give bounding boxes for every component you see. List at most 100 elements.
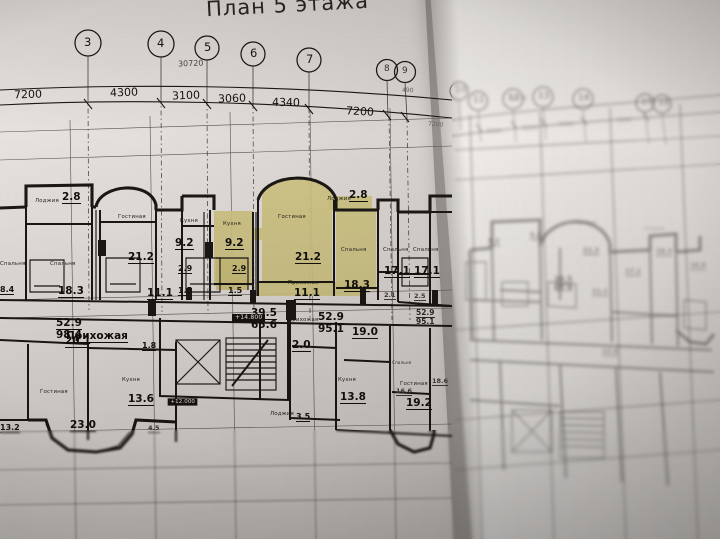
dim-seg-7: 7200	[427, 120, 444, 129]
right-block-upper	[397, 211, 453, 307]
grid-bubble-13: 13	[538, 91, 550, 101]
level-mark-2: +12.000	[167, 398, 198, 406]
room-area-kitchen-hl: 9.2	[225, 237, 244, 250]
grid-bubble-10: 10	[455, 85, 467, 95]
room-area-loggia-left: 2.8	[62, 191, 81, 204]
rp-totals: 39.5 65.6	[554, 276, 573, 292]
highlighted-apartment-fill	[214, 178, 376, 296]
grid-bubble-9: 9	[402, 66, 408, 76]
structural-piers	[98, 240, 438, 320]
grid-bubble-7: 7	[306, 52, 314, 66]
room-area-hall-lower-mid: 2.0	[292, 339, 311, 352]
rp-area-bedroom-2: 17.1	[625, 267, 642, 276]
rp-label-living: Гостиная	[575, 221, 596, 226]
dim-seg-small: 490	[401, 86, 414, 95]
room-label-living-lower-mid: Гостиная	[400, 381, 428, 387]
room-area-hall-lower-left: Прихожая	[66, 330, 128, 343]
staircase	[225, 337, 277, 391]
dim-seg-1: 7200	[13, 87, 43, 102]
room-area-bath-hl-2: 1.5	[228, 286, 243, 296]
dim-seg-4: 3060	[217, 91, 247, 106]
grid-bubble-5: 5	[204, 40, 212, 54]
grid-bubble-11: 11	[473, 95, 485, 105]
dim-seg-2: 4300	[109, 85, 139, 100]
rp-area-living: 21.2	[583, 246, 600, 255]
room-area-loggia-lower-2: 4.5	[148, 424, 160, 433]
right-page-elevator	[511, 409, 553, 453]
room-area-kitchen-left: 9.2	[175, 237, 194, 250]
room-label-loggia-lower-mid: Лоджия	[270, 411, 294, 417]
right-block-totals: 52.9 95.1	[416, 309, 435, 325]
dim-right-2: 3100	[522, 125, 538, 132]
room-area-living-left: 21.2	[128, 251, 154, 264]
rp-area-kitchen-1: 9.2	[488, 237, 500, 246]
level-mark-1: +14.800	[232, 314, 266, 322]
dim-seg-3: 3100	[171, 88, 201, 103]
totals-living: 52.9	[56, 317, 82, 330]
room-label-loggia-left: Лоджия	[35, 198, 59, 204]
overall-dimension: 30720	[177, 58, 204, 69]
dim-seg-6: 7200	[345, 104, 375, 119]
rp-area-bedroom-3: 16.6	[690, 261, 707, 270]
room-label-bedroom-hl: Спальня	[341, 247, 367, 253]
totals-total: 98.4	[56, 328, 82, 341]
room-area-bedroom-far-left: 8.4	[0, 285, 15, 295]
grid-bubble-3: 3	[84, 35, 92, 49]
room-area-hall-left: 11.1	[147, 287, 173, 300]
dim-right-4: 7200	[616, 117, 632, 124]
room-area-loggia-hl: 2.8	[349, 189, 368, 202]
lm-living: 52.9	[318, 311, 344, 324]
dim-right-1: 3060	[486, 128, 502, 135]
hl-totals-total: 65.6	[251, 318, 277, 331]
room-area-bath-hl-1: 2.9	[232, 264, 247, 274]
rp-area-hall: 11.1	[592, 287, 609, 296]
room-area-bedroom-hl: 18.3	[344, 279, 370, 292]
grid-bubble-4: 4	[157, 36, 165, 50]
grid-bubbles-left	[74, 29, 417, 321]
rp-label-bedroom: Спальня	[645, 227, 665, 232]
room-area-bath-r1: 2.1	[384, 291, 396, 300]
rp-area-kitchen-3: 13.6	[602, 347, 619, 356]
room-area-bedroom-r2: 17.1	[414, 265, 440, 278]
room-area-bedroom-r1: 17.1	[384, 265, 410, 278]
rb-total: 95.1	[416, 316, 435, 326]
room-label-hall-lower-mid: Прихожая	[288, 317, 319, 323]
dim-right-3: 4300	[558, 121, 574, 128]
room-area-bedroom-r3: 16.6	[396, 387, 413, 396]
room-area-kitchen-lower-mid: 13.8	[340, 391, 366, 404]
apartment-totals-lower-left: 52.9 98.4	[56, 318, 82, 340]
room-label-living-lower-left: Гостиная	[40, 389, 68, 395]
rp-total: 65.6	[554, 283, 573, 293]
interior-walls-lower	[0, 317, 453, 442]
grid-bubble-14: 14	[578, 93, 590, 103]
room-label-loggia-hl: Лоджия	[327, 196, 351, 202]
grid-bubbles-right	[449, 81, 672, 146]
rb-living: 52.9	[416, 308, 435, 318]
grid-bubble-15: 15	[641, 97, 653, 107]
room-area-bedroom-left: 18.3	[58, 285, 84, 298]
room-area-kitchen-lower-left: 13.6	[128, 393, 154, 406]
room-label-bedroom-r2: Спальня	[413, 247, 439, 253]
room-label-hall-hl: Прихожая	[288, 280, 319, 286]
room-label-kitchen-left: Кухня	[180, 218, 198, 224]
room-area-living-hl: 21.2	[295, 251, 321, 264]
room-area-loggia-lower-1: 1.8	[142, 341, 157, 351]
room-label-kitchen-lower-left: Кухня	[122, 377, 140, 383]
room-area-bath-left-1: 2.9	[178, 264, 193, 274]
elevator-shaft	[175, 339, 221, 385]
room-label-bedroom-r1: Спальня	[383, 247, 409, 253]
room-area-bath-left-2: 1.5	[178, 286, 193, 296]
right-page-plan	[465, 218, 716, 487]
room-area-living-lower-mid: 19.2	[406, 397, 432, 410]
dimension-lines-left	[0, 85, 453, 123]
room-area-loggia-lower-mid: 3.5	[296, 412, 311, 422]
grid-bubble-16: 16	[658, 98, 670, 108]
room-label-living-left: Гостиная	[118, 214, 146, 220]
room-label-living-hl: Гостиная	[278, 214, 306, 220]
lower-middle-totals: 52.9 95.1	[318, 312, 344, 334]
right-page-stairs	[559, 411, 605, 459]
grid-bubble-8: 8	[384, 64, 390, 74]
room-area-kitchen-far-lower-left: 13.2	[0, 423, 20, 433]
